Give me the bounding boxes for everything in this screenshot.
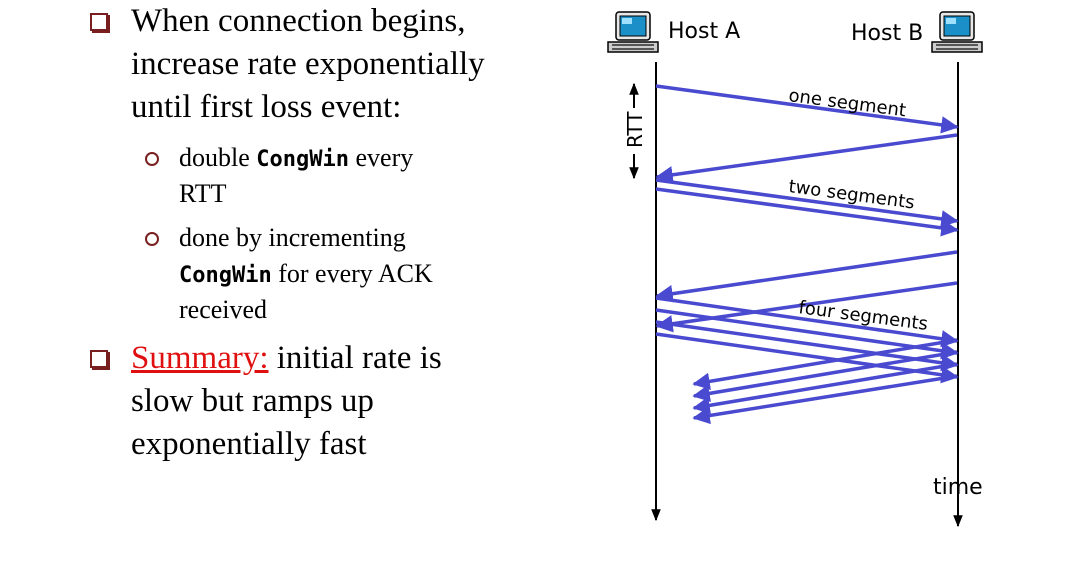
rtt-label: RTT: [623, 111, 647, 148]
summary-label: Summary:: [131, 340, 269, 376]
host-a-label: Host A: [668, 19, 740, 44]
ack-arrow: [692, 374, 958, 425]
four-segments-arrow: [655, 320, 959, 372]
rtt-label-background: [624, 108, 644, 154]
four-segments-arrow: [655, 296, 959, 348]
sub-bullet-line: CongWin for every ACK: [179, 256, 433, 294]
host-b-label: Host B: [851, 21, 923, 46]
host-b-computer-icon: [931, 11, 983, 53]
bullet-text-line: until first loss event:: [131, 89, 402, 125]
ack-arrow: [692, 362, 958, 415]
circle-bullet-icon: [145, 152, 159, 166]
square-bullet-icon: [90, 350, 108, 368]
bullet-text-line: increase rate exponentially: [131, 46, 485, 82]
ack-arrow: [692, 350, 958, 403]
two-segments-arrow: [655, 187, 959, 237]
host-a-computer-icon: [607, 11, 659, 53]
text: for every ACK: [271, 259, 433, 288]
time-label: time: [933, 475, 983, 500]
text: every: [348, 143, 414, 172]
one-segment-arrow: [655, 84, 959, 134]
four-segments-arrow: [655, 308, 959, 360]
ack-arrow: [692, 338, 958, 391]
code-congwin: CongWin: [179, 263, 272, 288]
bullet-text-line: slow but ramps up: [131, 383, 374, 419]
text: double: [179, 143, 257, 172]
segment-arrows: [655, 84, 959, 425]
two-segments-arrow: [655, 178, 959, 228]
bullet-text-line: exponentially fast: [131, 426, 367, 462]
square-bullet-icon: [90, 13, 108, 31]
text: initial rate is: [268, 340, 442, 376]
sub-bullet-line: double CongWin every: [179, 140, 413, 178]
four-segments-arrow: [655, 332, 959, 384]
ack-arrow: [655, 133, 958, 184]
sub-bullet-line: done by incrementing: [179, 223, 406, 252]
circle-bullet-icon: [145, 232, 159, 246]
bullet-text-line: When connection begins,: [131, 3, 466, 39]
sub-bullet-line: RTT: [179, 179, 227, 208]
sub-bullet-line: received: [179, 295, 268, 324]
one-segment-label: one segment: [787, 85, 907, 121]
bullet-text-line: Summary: initial rate is: [131, 337, 442, 379]
code-congwin: CongWin: [256, 147, 349, 172]
ack-arrow: [655, 250, 958, 303]
bullet-list: When connection begins, increase rate ex…: [90, 3, 485, 462]
